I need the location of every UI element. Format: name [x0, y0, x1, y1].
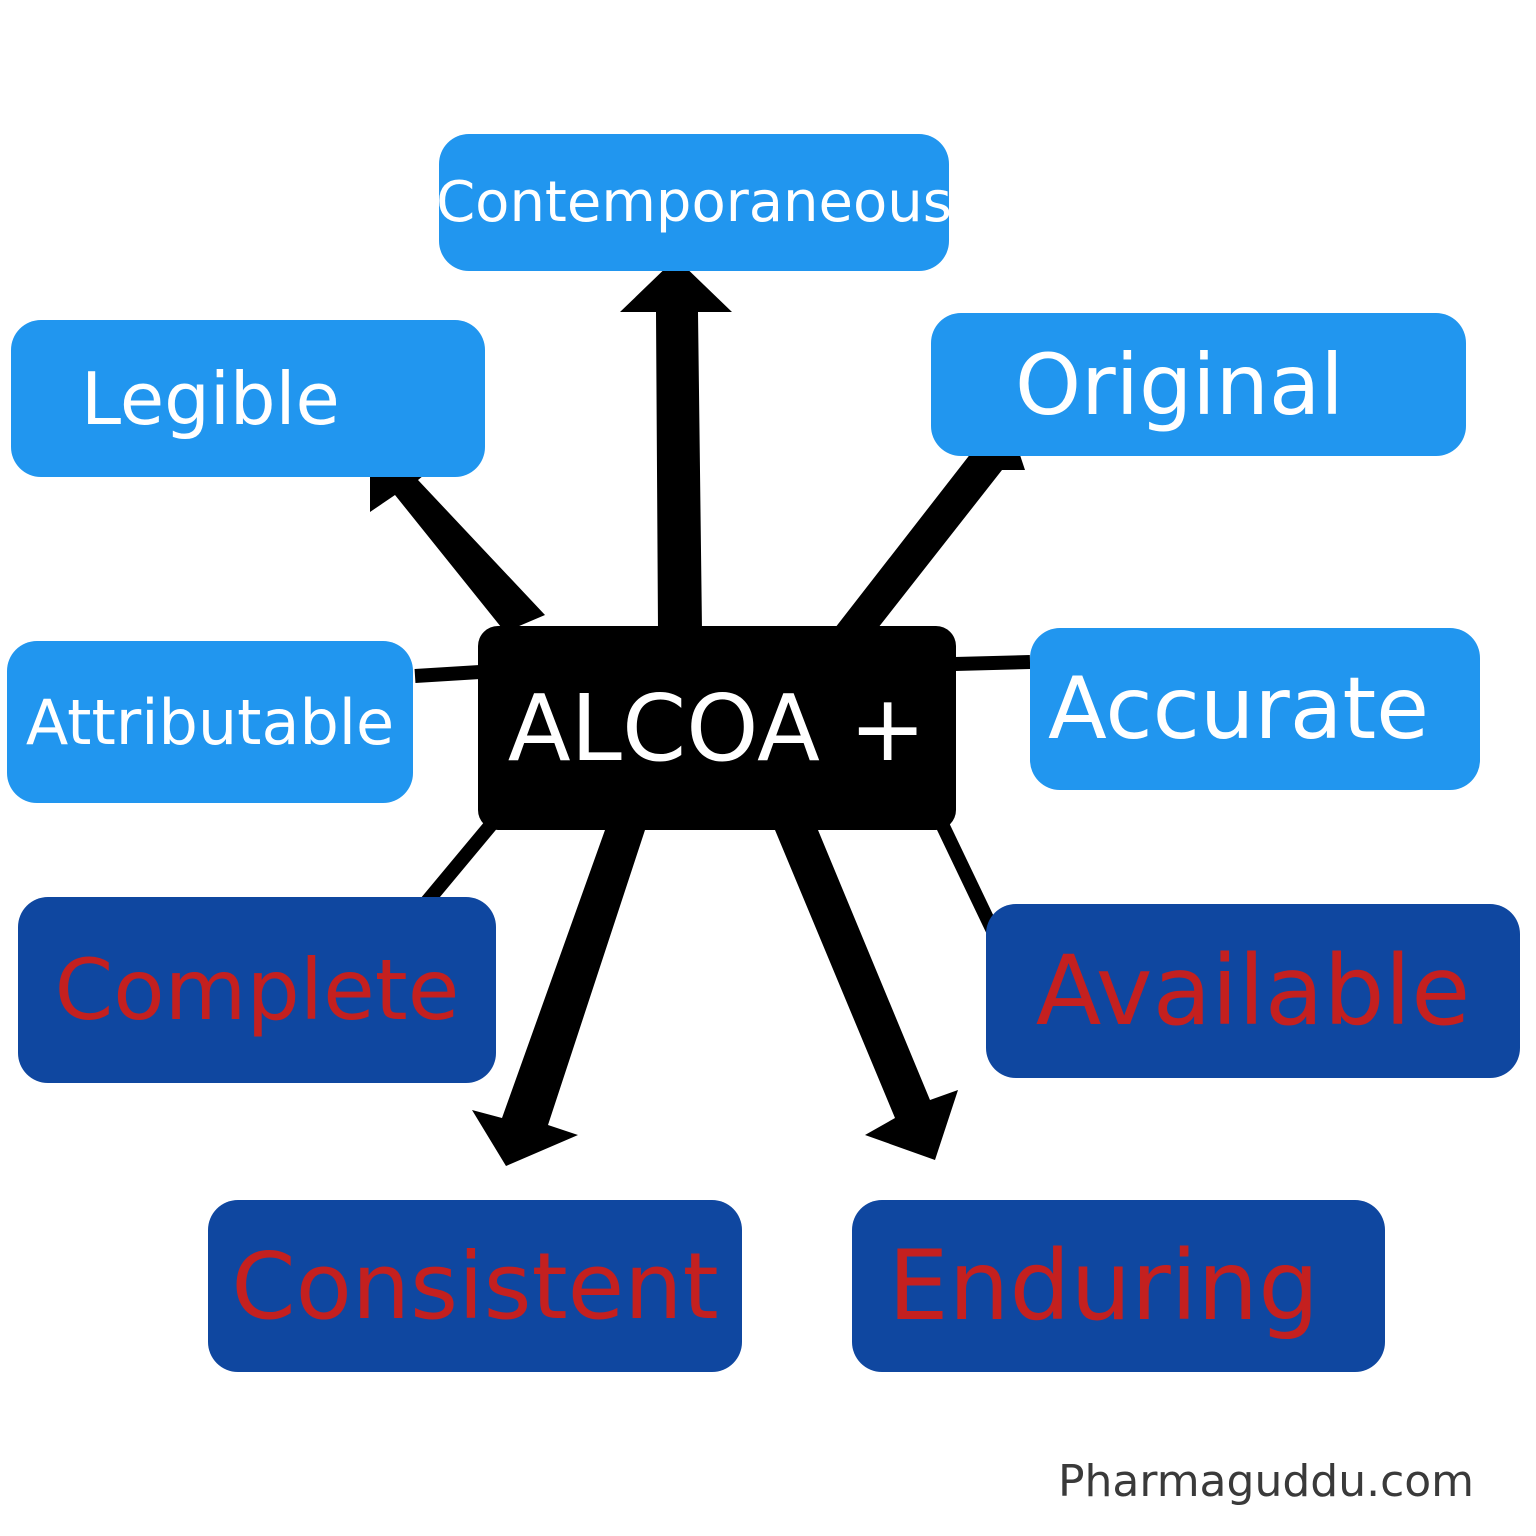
node-enduring: Enduring: [852, 1200, 1385, 1372]
node-label: Legible: [81, 356, 340, 441]
node-label: Attributable: [25, 685, 395, 759]
arrow-original: [835, 425, 1025, 628]
node-label: Consistent: [231, 1232, 719, 1340]
node-original: Original: [931, 313, 1466, 456]
node-label: Complete: [54, 941, 460, 1039]
arrow-legible: [370, 458, 545, 632]
node-label: Available: [1035, 935, 1471, 1047]
node-complete: Complete: [18, 897, 496, 1083]
arrow-enduring: [775, 830, 958, 1160]
node-contemporaneous: Contemporaneous: [436, 134, 952, 271]
center-label: ALCOA +: [507, 674, 927, 782]
center-node-alcoa-plus: ALCOA +: [478, 626, 956, 830]
node-available: Available: [986, 904, 1520, 1078]
node-label: Accurate: [1048, 659, 1430, 759]
line-complete: [414, 815, 501, 915]
node-label: Enduring: [888, 1230, 1320, 1342]
node-label: Original: [1015, 335, 1344, 434]
line-accurate: [954, 655, 1031, 671]
watermark-text: Pharmaguddu.com: [1058, 1456, 1475, 1507]
node-accurate: Accurate: [1030, 628, 1480, 790]
node-legible: Legible: [11, 320, 485, 477]
line-attributable: [414, 665, 481, 683]
arrow-consistent: [472, 830, 645, 1166]
node-attributable: Attributable: [7, 641, 413, 803]
line-available: [933, 816, 1002, 939]
node-label: Contemporaneous: [436, 170, 952, 235]
node-consistent: Consistent: [208, 1200, 742, 1372]
arrow-contemporaneous: [620, 258, 732, 630]
